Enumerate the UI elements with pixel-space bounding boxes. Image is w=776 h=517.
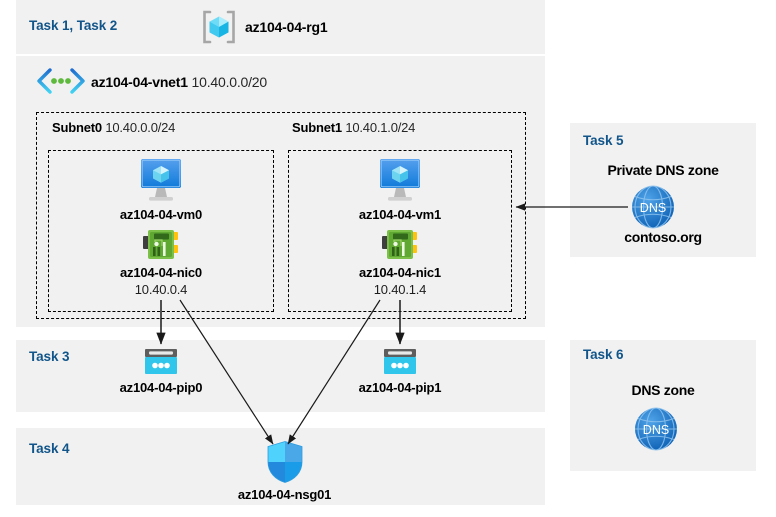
- subnet0-name: Subnet0: [52, 120, 102, 135]
- subnet1-title: Subnet1 10.40.1.0/24: [292, 120, 415, 135]
- nic1-node: az104-04-nic1 10.40.1.4: [340, 228, 460, 298]
- subnet1-prefix: 10.40.1.0/24: [345, 120, 416, 135]
- vm1-node: az104-04-vm1: [340, 157, 460, 222]
- task-4-label: Task 4: [29, 441, 70, 456]
- nsg-name: az104-04-nsg01: [237, 487, 332, 502]
- nic0-node: az104-04-nic0 10.40.0.4: [101, 228, 221, 298]
- pip1-node: az104-04-pip1: [340, 348, 460, 395]
- pip0-node: az104-04-pip0: [101, 348, 221, 395]
- vnet-name: az104-04-vnet1: [91, 74, 188, 90]
- private-dns-zone-name: contoso.org: [624, 229, 702, 245]
- vm0-name: az104-04-vm0: [119, 207, 203, 222]
- subnets-container: [36, 112, 526, 319]
- task-1-2-label: Task 1, Task 2: [29, 18, 118, 33]
- pip1-name: az104-04-pip1: [358, 380, 442, 395]
- task-6-panel: [570, 340, 756, 471]
- virtual-machine-icon: [101, 157, 221, 203]
- subnet1-name: Subnet1: [292, 120, 342, 135]
- nic0-private-ip: 10.40.0.4: [134, 282, 188, 298]
- task-5-label: Task 5: [583, 133, 624, 148]
- task-6-label: Task 6: [583, 347, 624, 362]
- virtual-network-icon: [36, 68, 86, 94]
- subnet0-title: Subnet0 10.40.0.0/24: [52, 120, 175, 135]
- subnet0-prefix: 10.40.0.0/24: [105, 120, 176, 135]
- task-3-label: Task 3: [29, 349, 70, 364]
- vm0-node: az104-04-vm0: [101, 157, 221, 222]
- network-interface-icon: [340, 228, 460, 262]
- nic0-name: az104-04-nic0: [120, 265, 202, 280]
- vnet-title: az104-04-vnet1 10.40.0.0/20: [91, 74, 267, 90]
- pip0-name: az104-04-pip0: [119, 380, 203, 395]
- resource-group-icon: [200, 8, 238, 46]
- public-ip-address-icon: [101, 348, 221, 376]
- dns-zone-icon: DNS: [633, 406, 679, 452]
- network-security-group-icon: [222, 440, 347, 484]
- task-3-panel: [16, 340, 545, 412]
- vnet-panel: [16, 56, 545, 327]
- dns-icon-label: DNS: [643, 423, 669, 437]
- nic1-name: az104-04-nic1: [359, 265, 441, 280]
- task-1-2-panel: [16, 0, 545, 54]
- vnet-address-space: 10.40.0.0/20: [191, 74, 268, 90]
- resource-group-name: az104-04-rg1: [245, 19, 328, 35]
- vm1-name: az104-04-vm1: [358, 207, 442, 222]
- network-interface-icon: [101, 228, 221, 262]
- nsg-node: az104-04-nsg01: [222, 440, 347, 502]
- virtual-machine-icon: [340, 157, 460, 203]
- private-dns-zone-heading: Private DNS zone: [607, 162, 719, 178]
- dns-icon-label: DNS: [640, 201, 666, 215]
- dns-zone-icon: DNS: [630, 184, 676, 230]
- public-ip-address-icon: [340, 348, 460, 376]
- dns-zone-heading: DNS zone: [631, 382, 695, 398]
- nic1-private-ip: 10.40.1.4: [373, 282, 427, 298]
